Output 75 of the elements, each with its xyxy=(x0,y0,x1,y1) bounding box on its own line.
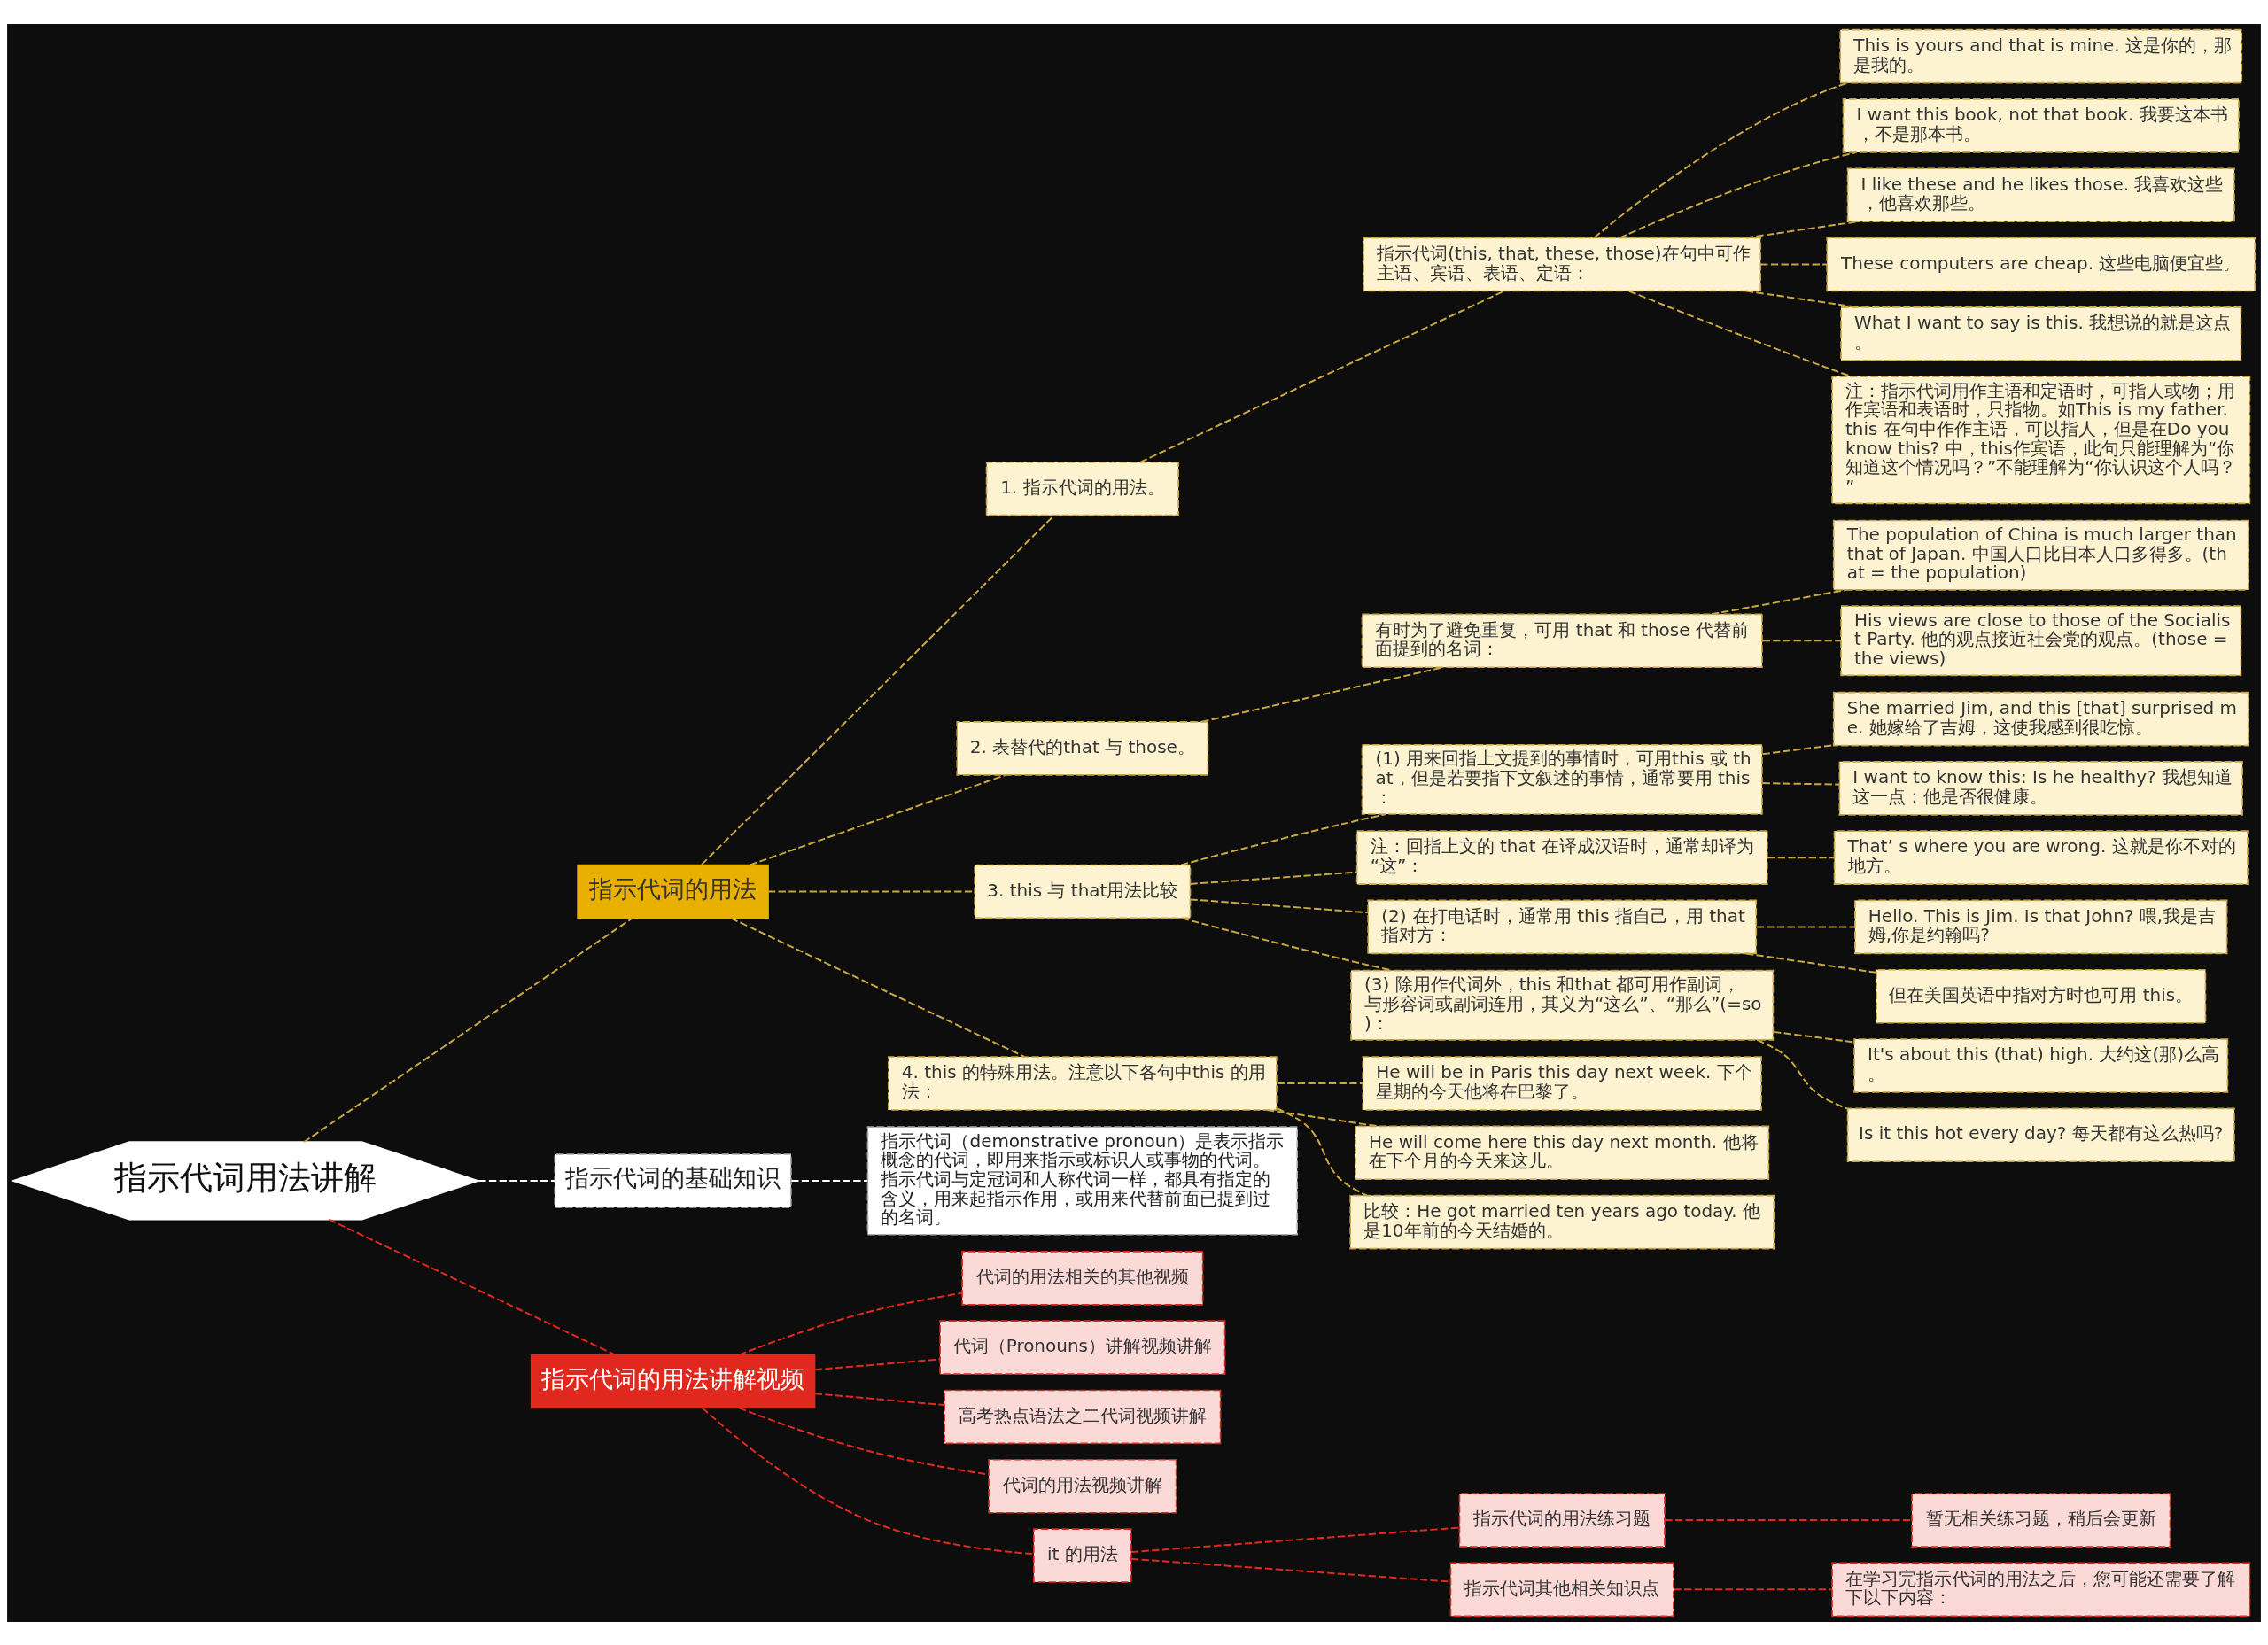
node-box: 有时为了避免重复，可用 that 和 those 代替前面提到的名词： xyxy=(1361,612,1763,668)
connector xyxy=(1180,812,1387,865)
node-box: He will be in Paris this day next week. 下个星期的今天他将在巴黎了。 xyxy=(1362,1055,1762,1111)
node-box: I want this book, not that book. 我要这本书，不是那本书。 xyxy=(1842,97,2240,153)
connector xyxy=(303,917,633,1143)
connector xyxy=(1773,1030,1855,1043)
connector xyxy=(738,1292,963,1355)
connector xyxy=(1619,151,1858,238)
node-box: 指示代词其他相关知识点 xyxy=(1449,1562,1674,1617)
connector xyxy=(749,773,1006,865)
connector xyxy=(1189,871,1358,885)
node-box: (3) 除用作代词外，this 和that 都可用作副词，与形容词或副词连用，其义为“这么”、“那么”(=so)： xyxy=(1350,969,1775,1041)
node-box: Is it this hot every day? 每天都有这么热吗? xyxy=(1846,1107,2235,1162)
node-box: What I want to say is this. 我想说的就是这点。 xyxy=(1840,306,2242,361)
connector xyxy=(1745,220,1858,238)
node-box: The population of China is much larger than that of Japan. 中国人口比日本人口多得多。(that = the population) xyxy=(1832,519,2249,591)
node-box: That’ s where you are wrong. 这就是你不对的地方。 xyxy=(1833,829,2249,885)
node-box: 指示代词的用法练习题 xyxy=(1458,1492,1666,1548)
connector xyxy=(813,1358,941,1370)
connector xyxy=(1767,856,1836,858)
node-box: 注：指示代词用作主语和定语时，可指人或物；用作宾语和表语时，只指物。如This is my father. this 在句中作作主语，可以指人，但是在Do you know this? 中，this作宾语，此句只能理解为“你知道这个情况吗？”不能理解为“你认识这个人吗？” xyxy=(1831,375,2251,504)
node-box: She married Jim, and this [that] surprised me. 她嫁给了吉姆，这使我感到很吃惊。 xyxy=(1832,691,2249,746)
connector xyxy=(1710,588,1848,615)
node-box: 1. 指示代词的用法。 xyxy=(985,461,1179,516)
node-box: 3. this 与 that用法比较 xyxy=(974,864,1192,919)
node-box: 比较：He got married ten years ago today. 他是10年前的今天结婚的。 xyxy=(1349,1194,1775,1249)
connector xyxy=(1745,952,1877,974)
connector xyxy=(1130,1526,1461,1553)
connector xyxy=(813,1392,945,1406)
node-box: Hello. This is Jim. Is that John? 喂,我是吉姆,你是约翰吗? xyxy=(1854,899,2228,954)
node-box: 指示代词(this, that, these, those)在句中可作主语、宾语、表语、定语： xyxy=(1363,237,1762,291)
node-box: 高考热点语法之二代词视频讲解 xyxy=(944,1389,1222,1444)
connector xyxy=(1759,263,1828,265)
node-box: 指示代词的基础知识 xyxy=(554,1152,792,1208)
node-box: 代词（Pronouns）讲解视频讲解 xyxy=(939,1319,1226,1375)
node-box: 但在美国英语中指对方时也可用 this。 xyxy=(1876,968,2207,1024)
connector xyxy=(1755,925,1856,927)
connector xyxy=(1276,1106,1368,1196)
node-box: 代词的用法视频讲解 xyxy=(988,1458,1177,1514)
node-box: 指示代词的用法讲解视频 xyxy=(530,1354,816,1408)
node-box: This is yours and that is mine. 这是你的，那是我的。 xyxy=(1839,28,2243,83)
node-box: He will come here this day next month. 他将在下个月的今天来这儿。 xyxy=(1355,1124,1770,1180)
connector xyxy=(1745,290,1858,308)
connector xyxy=(730,917,1026,1058)
node-box: 指示代词（demonstrative pronoun）是表示指示概念的代词，即用来指示或标识人或事物的代词。指示代词与定冠词和人称代词一样，都具有指定的含义，用来起指示作用，或用来代替前面已提到过的名词。 xyxy=(866,1125,1299,1236)
node-box: (1) 用来回指上文提到的事情时，可用this 或 that，但是若要指下文叙述的事情，通常要用 this： xyxy=(1361,743,1763,815)
connector xyxy=(1756,1038,1848,1109)
node-box: 指示代词的用法 xyxy=(577,864,769,919)
node-box: I want to know this: Is he healthy? 我想知道这一点：他是否很健康。 xyxy=(1838,760,2243,816)
connector xyxy=(1266,1108,1379,1127)
connector xyxy=(478,1179,556,1182)
connector xyxy=(1593,81,1849,238)
connector xyxy=(790,1179,869,1182)
node-box: His views are close to those of the Socialist Party. 他的观点接近社会党的观点。(those = the views) xyxy=(1840,604,2242,676)
node-box: 代词的用法相关的其他视频 xyxy=(961,1250,1204,1306)
connector xyxy=(1664,1518,1913,1521)
node-box: It's about this (that) high. 大约这(那)么高。 xyxy=(1853,1037,2229,1093)
connector xyxy=(1761,639,1842,641)
connector xyxy=(738,1406,990,1476)
node-box: 在学习完指示代词的用法之后，您可能还需要了解下以下内容： xyxy=(1831,1562,2251,1617)
node-box: I like these and he likes those. 我喜欢这些，他喜欢那些。 xyxy=(1846,167,2235,222)
connector xyxy=(1189,897,1369,913)
node-box: These computers are cheap. 这些电脑便宜些。 xyxy=(1826,237,2256,291)
connector xyxy=(328,1218,617,1355)
connector xyxy=(1139,290,1505,463)
node-box: 4. this 的特殊用法。注意以下各句中this 的用法： xyxy=(887,1055,1278,1111)
connector xyxy=(702,1407,1035,1555)
connector xyxy=(1276,1082,1363,1084)
node-box: (2) 在打电话时，通常用 this 指自己，用 that 指对方： xyxy=(1367,899,1758,954)
node-box: it 的用法 xyxy=(1033,1527,1132,1583)
connector xyxy=(1673,1587,1833,1590)
node-box: 暂无相关练习题，稍后会更新 xyxy=(1911,1492,2171,1548)
node-box: 注：回指上文的 that 在译成汉语时，通常却译为“这”： xyxy=(1355,829,1768,885)
connector xyxy=(1761,781,1841,786)
node-box: 2. 表替代的that 与 those。 xyxy=(956,720,1209,776)
